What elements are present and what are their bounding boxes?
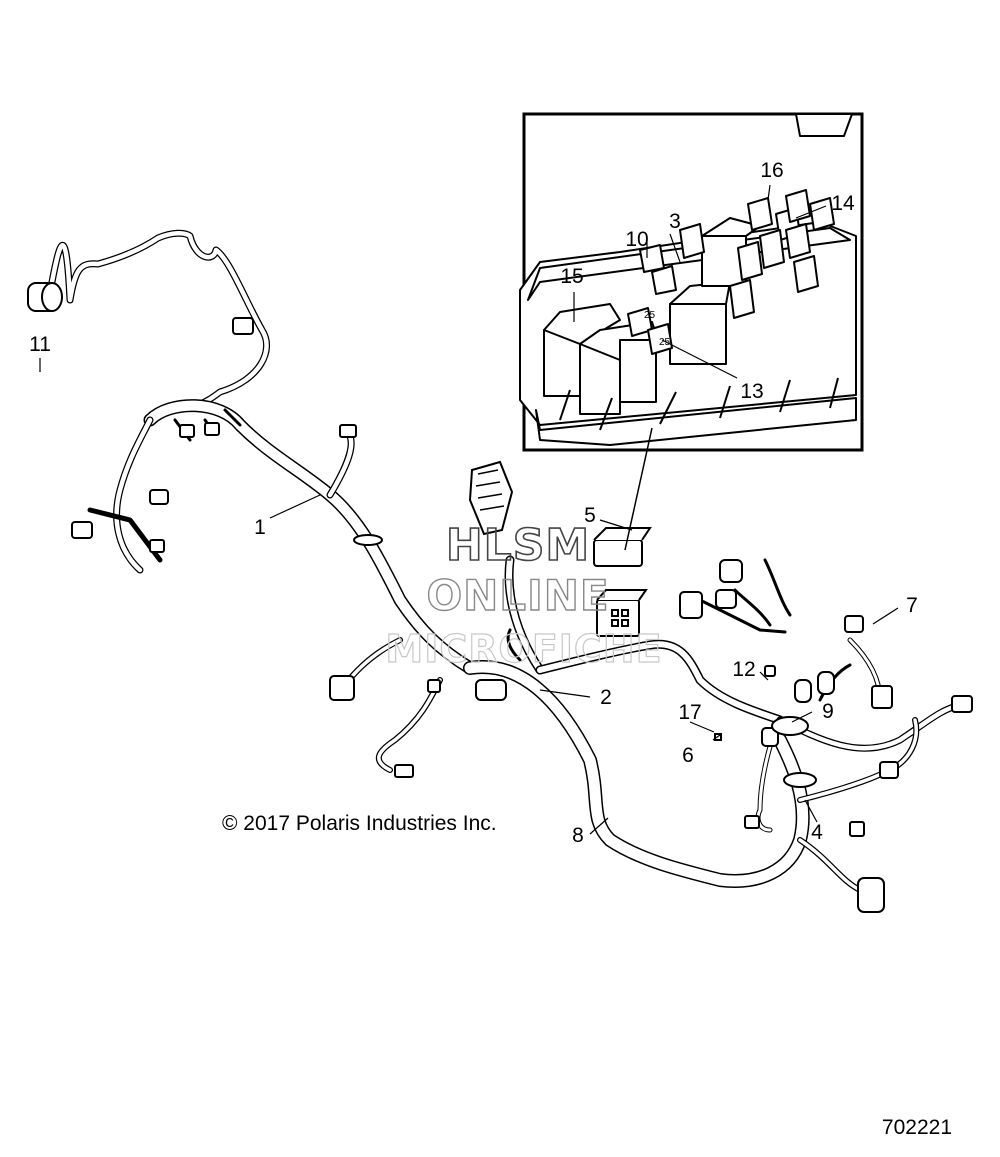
harness-8 [463,555,964,893]
callout-6: 6 [682,744,694,767]
callout-7: 7 [906,594,918,617]
callout-8: 8 [572,824,584,847]
watermark-line-3: MICROFICHE [385,627,662,671]
callout-10: 10 [625,228,648,251]
callout-5: 5 [584,504,596,527]
callout-11: 11 [29,333,51,356]
copyright-text: © 2017 Polaris Industries Inc. [222,812,497,835]
callout-2: 2 [600,686,612,709]
callout-16: 16 [760,159,783,182]
callout-12: 12 [732,658,755,681]
leader-lines [39,184,899,835]
callout-numbers: 1 2 3 4 5 6 7 8 9 10 11 12 13 14 15 16 1… [29,159,918,847]
callout-4: 4 [811,821,823,844]
fuse-box-inset: 25 25 [519,112,864,551]
watermark-line-1: HLSM [446,520,590,571]
callout-9: 9 [822,700,834,723]
watermark-line-2: ONLINE [426,571,609,620]
connectors-harness-1 [27,282,441,778]
callout-13: 13 [740,380,763,403]
fuse-label-2: 25 [659,337,671,348]
drawing-number: 702221 [882,1116,952,1139]
fuse-label-1: 25 [644,310,656,321]
callout-1: 1 [254,516,266,539]
watermark: HLSM ONLINE MICROFICHE [385,519,662,671]
callout-17: 17 [678,701,701,724]
connectors-harness-8 [468,460,973,913]
callout-14: 14 [831,192,855,215]
harness-1 [48,229,477,773]
callout-3: 3 [669,210,681,233]
callout-15: 15 [560,265,583,288]
